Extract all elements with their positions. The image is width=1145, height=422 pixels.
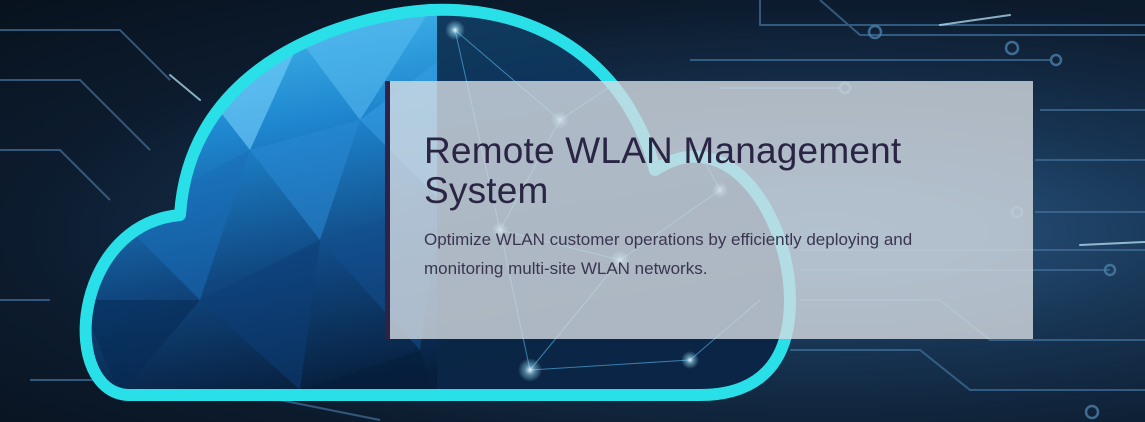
page-description: Optimize WLAN customer operations by eff… <box>424 230 913 278</box>
light-streaks <box>169 14 1145 246</box>
info-panel: Remote WLAN Management System Optimize W… <box>385 81 1033 339</box>
page-title: Remote WLAN Management System <box>424 130 902 211</box>
